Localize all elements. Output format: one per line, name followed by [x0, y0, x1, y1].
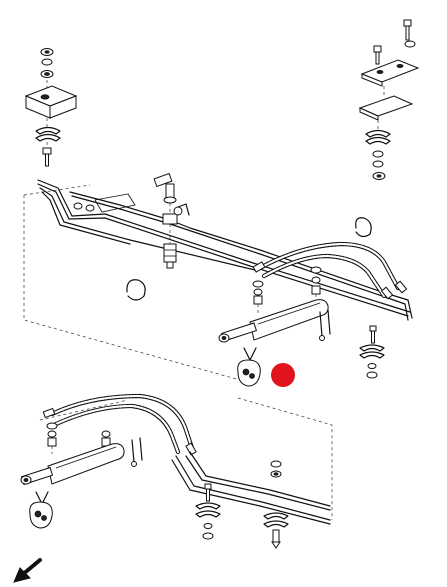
nut-icon	[372, 150, 386, 180]
clamp-plate-icon	[358, 95, 414, 121]
nut-icon	[252, 280, 264, 305]
snap-ring-icon	[355, 217, 372, 238]
bolt-icon	[42, 147, 52, 167]
anchor-shackle-upper	[237, 347, 261, 387]
mounting-hardware-left-top	[24, 48, 78, 167]
hydraulic-cylinder-upper	[218, 299, 331, 343]
mounting-hardware-right-middle	[359, 325, 385, 379]
red-dot-marker	[271, 363, 295, 387]
flexible-hose-upper	[252, 241, 408, 300]
nut-icon	[270, 460, 282, 478]
hydraulic-cylinder-lower	[20, 437, 143, 486]
steel-pipe-assembly-upper	[37, 172, 413, 321]
snap-ring-icon	[126, 279, 146, 301]
pin-icon	[131, 437, 143, 467]
anchor-shackle-lower	[29, 491, 53, 529]
hose-fitting-upper	[252, 266, 322, 314]
coupling-icon	[163, 243, 177, 269]
pin-icon	[319, 309, 331, 341]
mounting-hardware-right-top	[358, 19, 420, 180]
clamp-block-icon	[24, 85, 78, 119]
nut-icon	[310, 266, 322, 295]
bolt-icon	[204, 483, 212, 502]
steel-pipe-assembly-lower	[171, 451, 331, 525]
nut-icon	[40, 48, 54, 78]
bolt-icon	[403, 19, 416, 48]
valve-fitting-icon	[162, 203, 190, 225]
bolt-icon	[271, 529, 281, 549]
fitting-icon	[73, 202, 95, 212]
pipe-clamp-icon	[35, 126, 61, 142]
fitting-icon	[153, 172, 177, 204]
pipe-clamp-icon	[365, 129, 391, 145]
flexible-hose-lower	[42, 393, 197, 456]
mounting-hardware-bottom	[195, 460, 289, 549]
clamp-plate-icon	[360, 59, 420, 87]
front-left-arrow-icon	[13, 558, 42, 583]
bolt-icon	[373, 45, 382, 65]
hose-fitting-lower	[46, 422, 111, 454]
